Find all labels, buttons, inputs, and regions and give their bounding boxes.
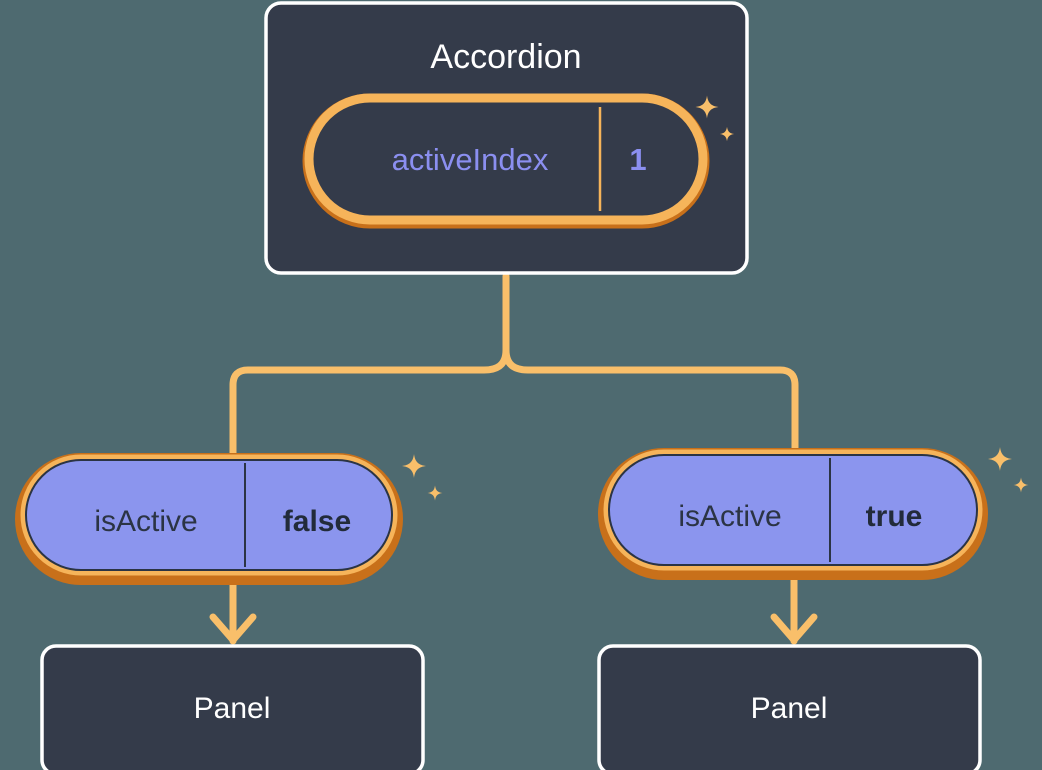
arrowhead-right <box>770 613 818 644</box>
sparkle-icon <box>988 447 1012 471</box>
accordion-prop-pill[interactable]: activeIndex 1 <box>302 93 710 229</box>
connector-branch-left <box>229 346 510 466</box>
pill-fill <box>25 459 393 571</box>
accordion-card[interactable]: Accordion activeIndex 1 <box>264 1 749 275</box>
accordion-title: Accordion <box>430 38 581 76</box>
arrowhead-left <box>209 613 257 644</box>
accordion-prop-value: 1 <box>629 142 646 177</box>
right-panel-card[interactable]: Panel <box>597 644 982 770</box>
right-panel-label: Panel <box>751 692 828 725</box>
sparkle-icon <box>1013 477 1029 493</box>
pill-fill <box>608 454 978 566</box>
pill-inner-ring <box>304 93 708 225</box>
right-prop-key: isActive <box>678 500 781 533</box>
sparkle-icon <box>427 485 443 501</box>
left-prop-key: isActive <box>94 505 197 538</box>
left-prop-value: false <box>283 505 351 538</box>
right-panel-bg <box>597 644 982 770</box>
left-panel-label: Panel <box>194 692 271 725</box>
left-prop-pill[interactable]: isActive false <box>15 453 403 585</box>
sparkle-group-left <box>402 454 443 501</box>
right-prop-value: true <box>866 500 923 533</box>
sparkle-group-right <box>988 447 1029 493</box>
left-panel-card[interactable]: Panel <box>40 644 425 770</box>
connector-branch-right <box>502 346 799 466</box>
left-panel-bg <box>40 644 425 770</box>
sparkle-icon <box>402 454 426 478</box>
right-prop-pill[interactable]: isActive true <box>598 448 988 580</box>
accordion-prop-key: activeIndex <box>392 142 549 177</box>
